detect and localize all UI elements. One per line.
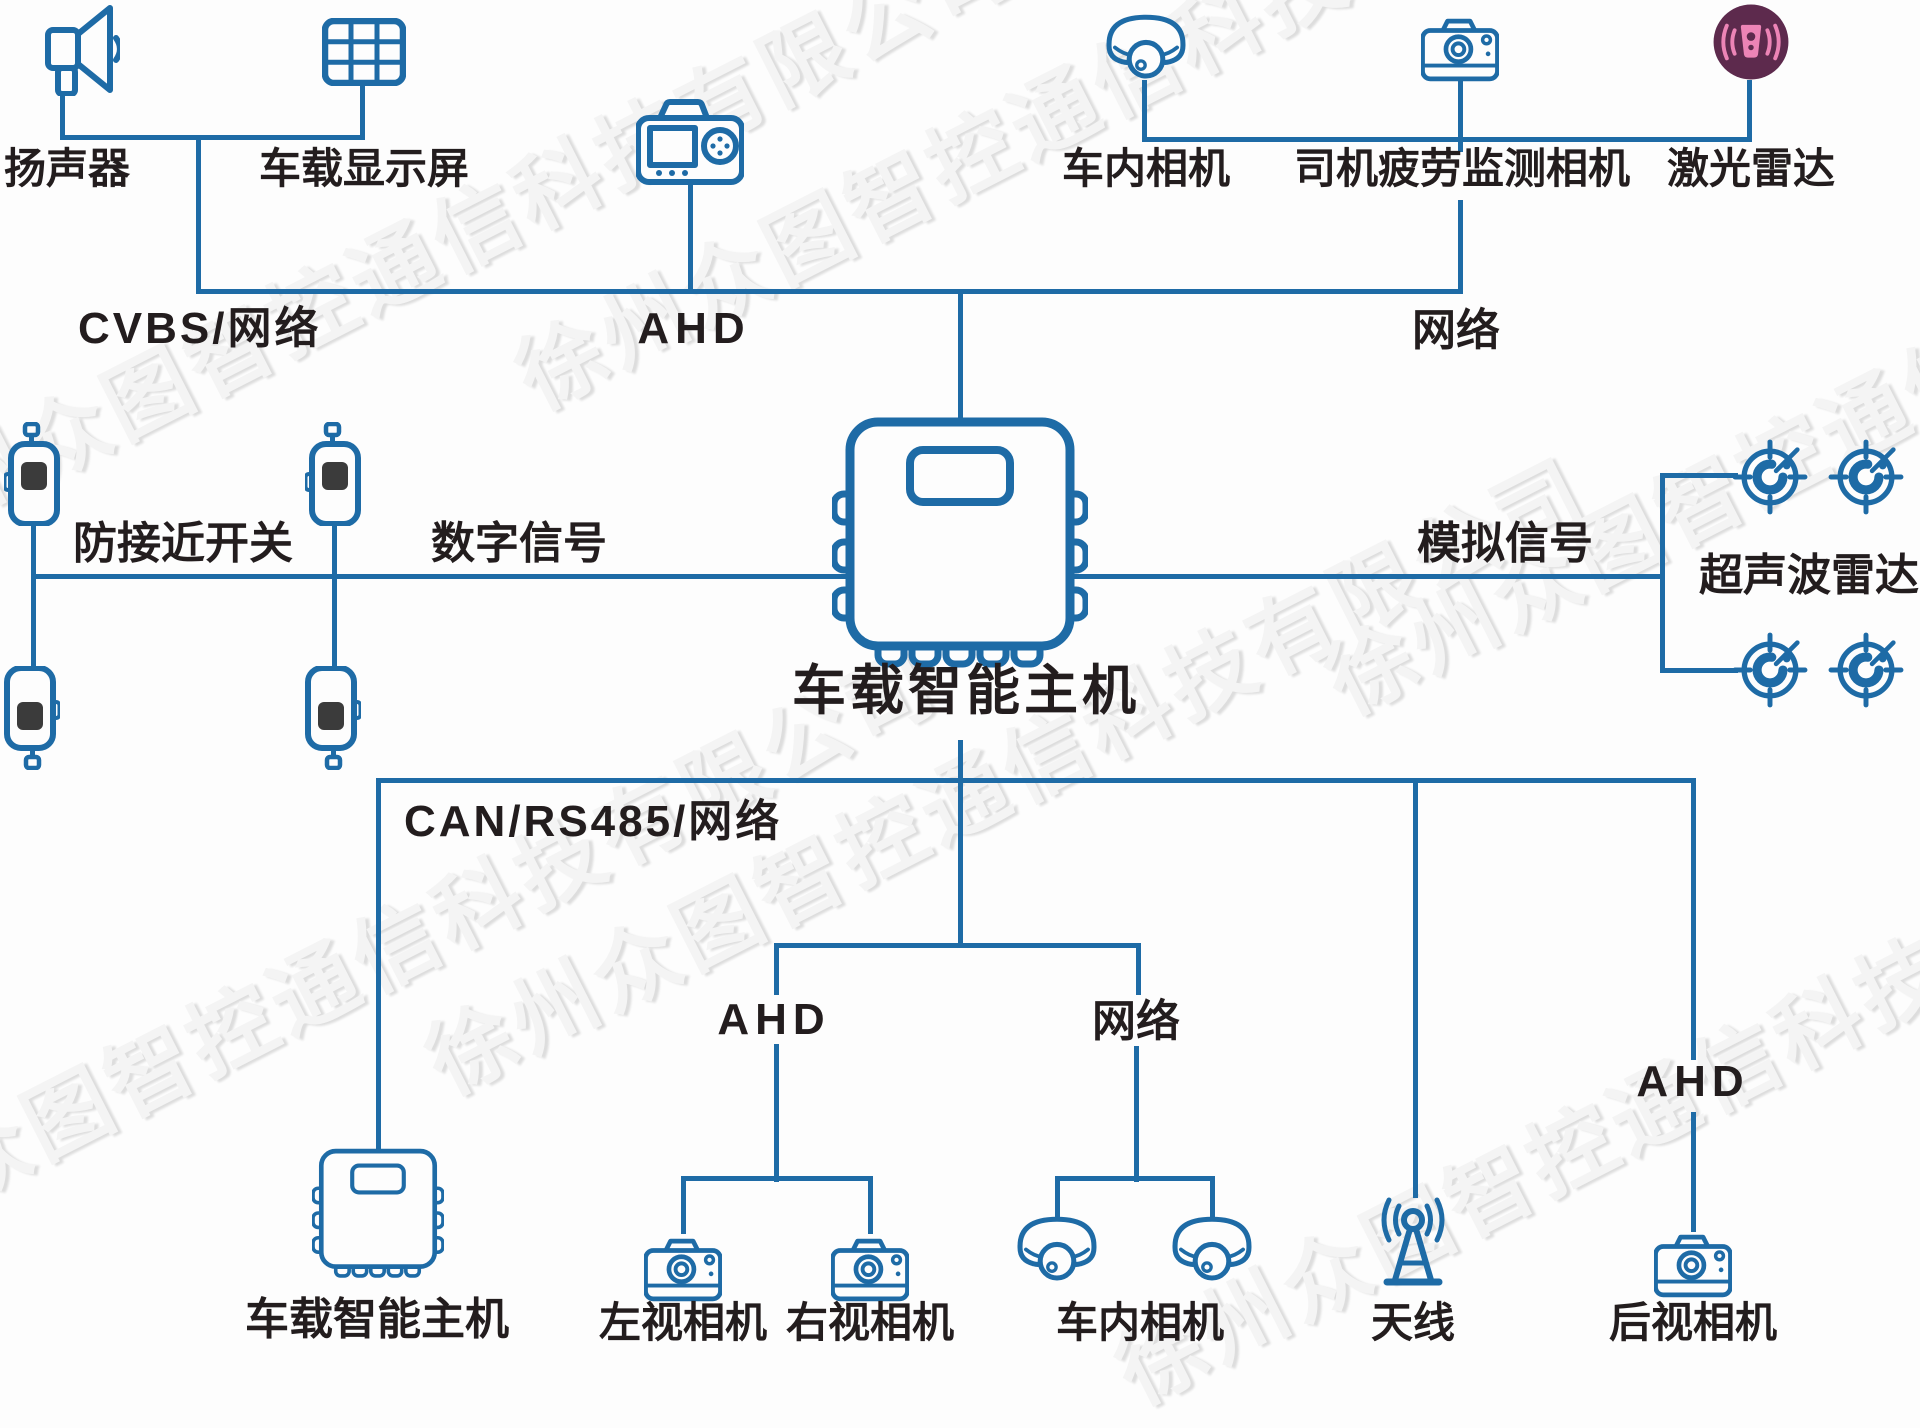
rear-camera-branch-line [1691,1112,1696,1232]
analog-signal-label: 模拟信号 [1417,519,1593,568]
ahd-label-top: AHD [637,304,751,353]
monitor-grid-icon [322,18,406,86]
can-rs485-network-label: CAN/RS485/网络 [404,797,783,846]
photo-camera-icon [644,1238,722,1302]
radar-branch-top [1660,473,1738,478]
left-camera-label: 左视相机 [598,1299,767,1346]
cvbs-vertical-line [196,135,201,291]
lidar-label: 激光雷达 [1666,145,1835,192]
vehicle-host-box-icon [832,416,1088,668]
fatigue-camera-label: 司机疲劳监测相机 [1293,145,1630,192]
right-camera-label: 右视相机 [785,1299,954,1346]
photo-camera-icon [1421,18,1499,82]
proximity-switch-icon [4,666,60,770]
ultrasonic-radar-label: 超声波雷达 [1699,551,1919,600]
fatigue-camera-drop-line [1458,76,1463,140]
dome-camera-drop-line [1142,80,1147,140]
antenna-label: 天线 [1370,1299,1455,1346]
lidar-drop-line [1747,80,1752,140]
digital-signal-label: 数字信号 [431,519,607,568]
top-bus-line [196,289,1463,294]
proximity-switch-icon [305,422,361,526]
antenna-tower-icon [1375,1196,1451,1292]
speaker-drop-line [60,92,65,138]
radar-target-icon [1732,632,1808,708]
lidar-badge-icon [1712,3,1790,81]
switch-column-line-left [31,524,36,670]
ahd-camera-drop-line [688,184,693,292]
ahd-network-splitter [774,943,1141,948]
digital-signal-line [31,574,861,579]
right-group-connector [1142,137,1752,142]
rear-camera-label: 后视相机 [1608,1299,1777,1346]
cvbs-network-label: CVBS/网络 [78,304,322,353]
display-label: 车载显示屏 [258,145,469,192]
dome-splitter [1055,1176,1215,1181]
ahd-label-right: AHD [1636,1057,1750,1106]
radar-target-icon [1732,439,1808,515]
side-splitter-drop-right [868,1176,873,1234]
radar-bracket-line [1660,473,1665,673]
splitter-drop-left [774,943,779,995]
watermark-text: 徐州众图智控通信科技有限公司 [502,0,1694,428]
speaker-label: 扬声器 [3,145,130,192]
analog-signal-line [1070,574,1665,579]
bottom-bus-line [376,778,1696,783]
photo-camera-icon [831,1238,909,1302]
host-label: 车载智能主机 [792,661,1140,721]
antenna-drop-line [1413,778,1418,1198]
radar-target-icon [1828,439,1904,515]
speaker-display-connector [60,135,365,140]
rear-camera-branch-line [1691,778,1696,1060]
network-branch-line [1134,1046,1139,1182]
splitter-drop-right [1136,943,1141,995]
side-camera-splitter [681,1176,873,1181]
radar-target-icon [1828,632,1904,708]
network-label-top: 网络 [1412,306,1500,355]
vehicle-host-box-icon [312,1148,444,1278]
dome-splitter-drop-right [1210,1176,1215,1218]
switch-column-line-right [332,524,337,670]
display-drop-line [360,84,365,138]
radar-branch-bottom [1660,668,1738,673]
ahd-branch-line [774,1044,779,1182]
network-label-mid: 网络 [1092,997,1180,1046]
proximity-switch-icon [4,422,60,526]
interior-camera-bottom-label: 车内相机 [1055,1299,1224,1346]
photo-camera-icon [1654,1234,1732,1298]
camera-back-icon [636,98,744,186]
host2-drop-line [376,778,381,1152]
side-splitter-drop-left [681,1176,686,1234]
host2-label: 车载智能主机 [245,1295,509,1344]
interior-camera-label: 车内相机 [1061,145,1230,192]
dome-camera-icon [1170,1214,1254,1290]
dome-camera-icon [1104,12,1188,88]
ahd-label-left: AHD [717,995,831,1044]
proximity-switch-icon [305,666,361,770]
network-vertical-line [1458,138,1463,152]
host-top-drop-line [958,289,963,422]
dome-camera-icon [1015,1214,1099,1290]
proximity-switch-label: 防接近开关 [73,519,293,568]
megaphone-icon [44,4,120,96]
dome-splitter-drop-left [1055,1176,1060,1218]
network-vertical-line [1458,200,1463,291]
host-bottom-drop-line [958,740,963,947]
